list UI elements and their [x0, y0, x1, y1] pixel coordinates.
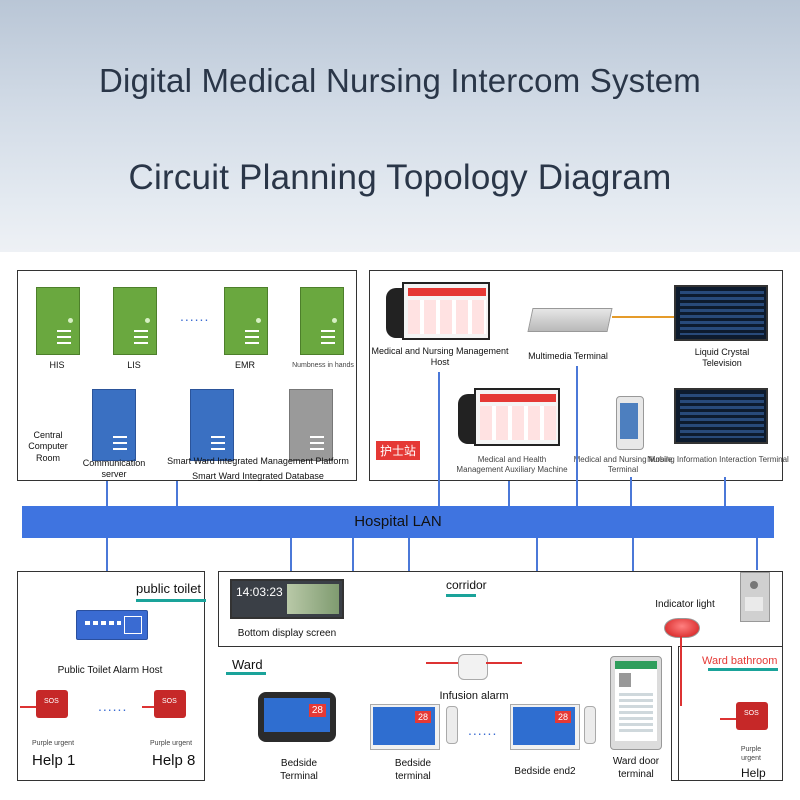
bottom-display-screen-device[interactable]: 14:03:23 [230, 579, 344, 619]
toilet-help-1-label: Help 1 [32, 752, 76, 769]
bedside-terminal-1-device[interactable]: 28 [258, 692, 336, 742]
toilet-help-8-alarm[interactable]: SOS [154, 690, 186, 718]
public-toilet-label: public toilet [136, 581, 202, 596]
link-display [290, 538, 292, 578]
bathroom-underline [708, 668, 778, 671]
server-lis-label: LIS [127, 360, 141, 370]
indicator-light-device[interactable] [664, 618, 700, 638]
toilet-help-8-small: Purple urgent [149, 740, 193, 747]
server-numbness[interactable] [300, 287, 344, 355]
server-lis[interactable] [113, 287, 157, 355]
toilet-help-1-alarm[interactable]: SOS [36, 690, 68, 718]
toilet-help-8-cord [142, 706, 154, 708]
multimedia-terminal-device[interactable] [527, 302, 613, 334]
mobile-terminal-device[interactable] [616, 396, 644, 450]
indicator-drop-line [680, 636, 682, 706]
bathroom-label: Ward bathroom [702, 655, 778, 667]
indicator-light-label: Indicator light [655, 599, 715, 610]
public-toilet-underline [136, 599, 206, 602]
bedside-terminal-2-label: Bedside terminal [394, 758, 432, 782]
link-mobile [630, 477, 632, 506]
bathroom-door-device[interactable] [740, 572, 770, 622]
link-aux [508, 481, 510, 506]
toilet-ellipsis: ...... [98, 698, 128, 714]
ward-underline [226, 672, 266, 675]
server-his-label: HIS [49, 360, 65, 370]
hospital-lan-bar: Hospital LAN [22, 506, 774, 538]
bathroom-help-alarm[interactable]: SOS [736, 702, 768, 730]
bedside-end-device[interactable]: 28 [510, 704, 580, 750]
info-terminal-device[interactable] [674, 388, 768, 444]
bathroom-help-cord [720, 718, 736, 720]
lcd-television-label: Liquid Crystal Television [694, 347, 750, 369]
server-his[interactable] [36, 287, 80, 355]
bathroom-help-label: Help [741, 766, 766, 780]
toilet-alarm-host-label: Public Toilet Alarm Host [57, 665, 163, 676]
toilet-help-8-label: Help 8 [152, 752, 196, 769]
central-room-label: Central Computer Room [28, 430, 68, 463]
platform-server[interactable] [190, 389, 234, 461]
corridor-label: corridor [446, 578, 487, 592]
header-banner: Digital Medical Nursing Intercom System … [0, 0, 800, 252]
link-host [438, 372, 440, 506]
link-indicator [756, 538, 758, 570]
infusion-alarm-link-r [486, 662, 522, 664]
bedside-end-label: Bedside end2 [514, 766, 576, 777]
infusion-alarm-device[interactable] [458, 654, 488, 680]
ward-ellipsis: ...... [468, 722, 498, 738]
bedside-terminal-1-label: Bedside Terminal [280, 758, 318, 782]
infusion-alarm-label: Infusion alarm [439, 690, 509, 702]
link-multimedia [576, 366, 578, 506]
toilet-help-1-cord [20, 706, 36, 708]
bathroom-help-small: Purple urgent [740, 746, 762, 762]
title-line-2: Circuit Planning Topology Diagram [128, 158, 672, 197]
info-terminal-label: Nursing Information Interaction Terminal [647, 455, 789, 464]
management-host-label: Medical and Nursing Management Host [371, 346, 509, 368]
server-numbness-label: Numbness in hands [292, 362, 354, 369]
management-host-device[interactable] [386, 282, 490, 344]
multimedia-terminal-label: Multimedia Terminal [528, 351, 608, 361]
communication-server-label: Communication server [82, 458, 146, 480]
toilet-alarm-host-device[interactable] [76, 610, 148, 640]
database-label: Smart Ward Integrated Database [192, 471, 324, 481]
server-emr[interactable] [224, 287, 268, 355]
toilet-help-1-small: Purple urgent [31, 740, 75, 747]
infusion-alarm-link [426, 662, 458, 664]
display-clock: 14:03:23 [236, 585, 283, 599]
bottom-display-label: Bottom display screen [237, 628, 337, 639]
lcd-television-device[interactable] [674, 285, 768, 341]
link-platform [176, 481, 178, 506]
public-toilet-panel [17, 571, 205, 781]
mobile-terminal-label: Medical and Nursing Mobile Terminal [573, 455, 673, 474]
ward-door-terminal-device[interactable] [610, 656, 662, 750]
auxiliary-machine-device[interactable] [458, 388, 560, 450]
server-emr-label: EMR [235, 360, 255, 370]
ward-door-terminal-label: Ward door terminal [612, 756, 660, 780]
bedside-terminal-2-handset[interactable] [446, 706, 458, 744]
title-line-1: Digital Medical Nursing Intercom System [99, 62, 701, 99]
communication-server[interactable] [92, 389, 136, 461]
bedside-terminal-2-device[interactable]: 28 [370, 704, 440, 750]
auxiliary-machine-label: Medical and Health Management Auxiliary … [456, 455, 568, 474]
ward-label: Ward [232, 657, 263, 672]
link-communication-server [106, 481, 108, 506]
platform-label: Smart Ward Integrated Management Platfor… [167, 456, 349, 466]
link-info [724, 477, 726, 506]
database-server[interactable] [289, 389, 333, 461]
corridor-underline [446, 594, 476, 597]
link-multimedia-lcd [612, 316, 674, 318]
servers-ellipsis: ...... [180, 308, 210, 324]
nurse-station-tag: 护士站 [376, 441, 421, 460]
bedside-end-handset[interactable] [584, 706, 596, 744]
